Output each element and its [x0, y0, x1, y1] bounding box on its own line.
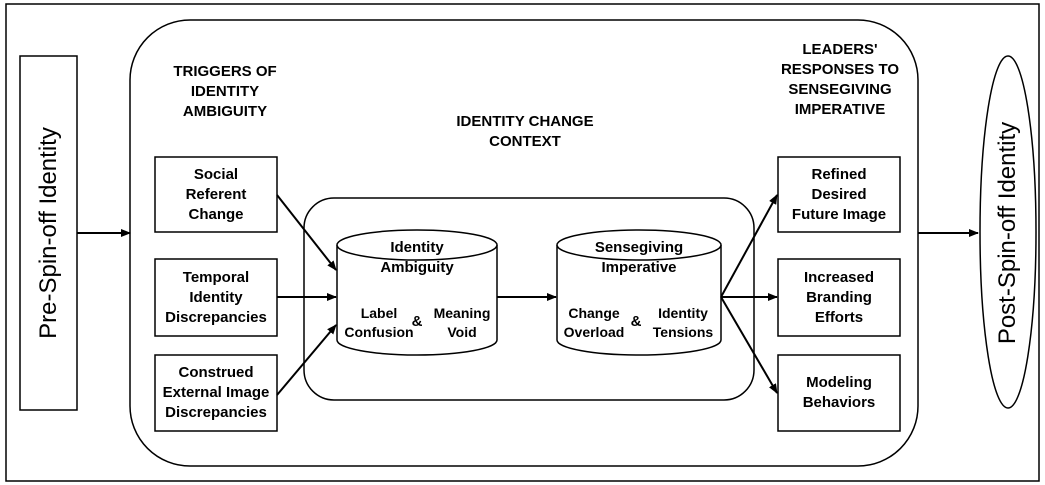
pre-spinoff-label: Pre-Spin-off Identity — [35, 127, 62, 339]
main-container — [129, 19, 919, 467]
trigger-construed-external: Construed External Image Discrepancies — [162, 364, 270, 421]
trigger-box-2 — [154, 258, 278, 337]
response-box-2 — [777, 258, 901, 337]
ambiguity-meaning-void: Meaning Void — [433, 305, 491, 340]
ambiguity-ampersand: & — [411, 313, 423, 330]
response-modeling-behaviors: Modeling Behaviors — [802, 374, 876, 411]
pre-spinoff-box — [19, 55, 78, 411]
trigger-box-1 — [154, 156, 278, 233]
trigger-box-3 — [154, 354, 278, 432]
context-heading: IDENTITY CHANGE CONTEXT — [456, 113, 594, 150]
trigger-social-referent: Social Referent Change — [185, 165, 247, 223]
ambiguity-title: Identity Ambiguity — [380, 239, 454, 276]
response-box-3 — [777, 354, 901, 432]
post-spinoff-ellipse — [979, 55, 1037, 409]
post-spinoff-label: Post-Spin-off Identity — [994, 121, 1021, 345]
response-box-1 — [777, 156, 901, 233]
ambiguity-label-confusion: Label Confusion — [344, 305, 414, 340]
context-container — [303, 197, 755, 401]
responses-heading: LEADERS' RESPONSES TO SENSEGIVING IMPERA… — [780, 41, 900, 118]
arrow-trigger3-to-ambiguity — [276, 324, 337, 396]
outer-frame — [5, 3, 1040, 482]
imperative-identity-tensions: Identity Tensions — [652, 305, 714, 340]
arrow-imperative-to-response1 — [720, 194, 778, 298]
triggers-heading: TRIGGERS OF IDENTITY AMBIGUITY — [173, 63, 277, 120]
ambiguity-cylinder — [336, 229, 498, 356]
imperative-change-overload: Change Overload — [563, 305, 625, 340]
arrow-trigger1-to-ambiguity — [276, 194, 337, 271]
imperative-cylinder — [556, 229, 722, 356]
imperative-ampersand: & — [630, 313, 642, 330]
response-branding-efforts: Increased Branding Efforts — [803, 268, 875, 326]
response-refined-image: Refined Desired Future Image — [791, 165, 887, 223]
arrow-imperative-to-response3 — [720, 296, 778, 394]
imperative-title: Sensegiving Imperative — [594, 239, 684, 276]
trigger-temporal-identity: Temporal Identity Discrepancies — [165, 268, 267, 326]
